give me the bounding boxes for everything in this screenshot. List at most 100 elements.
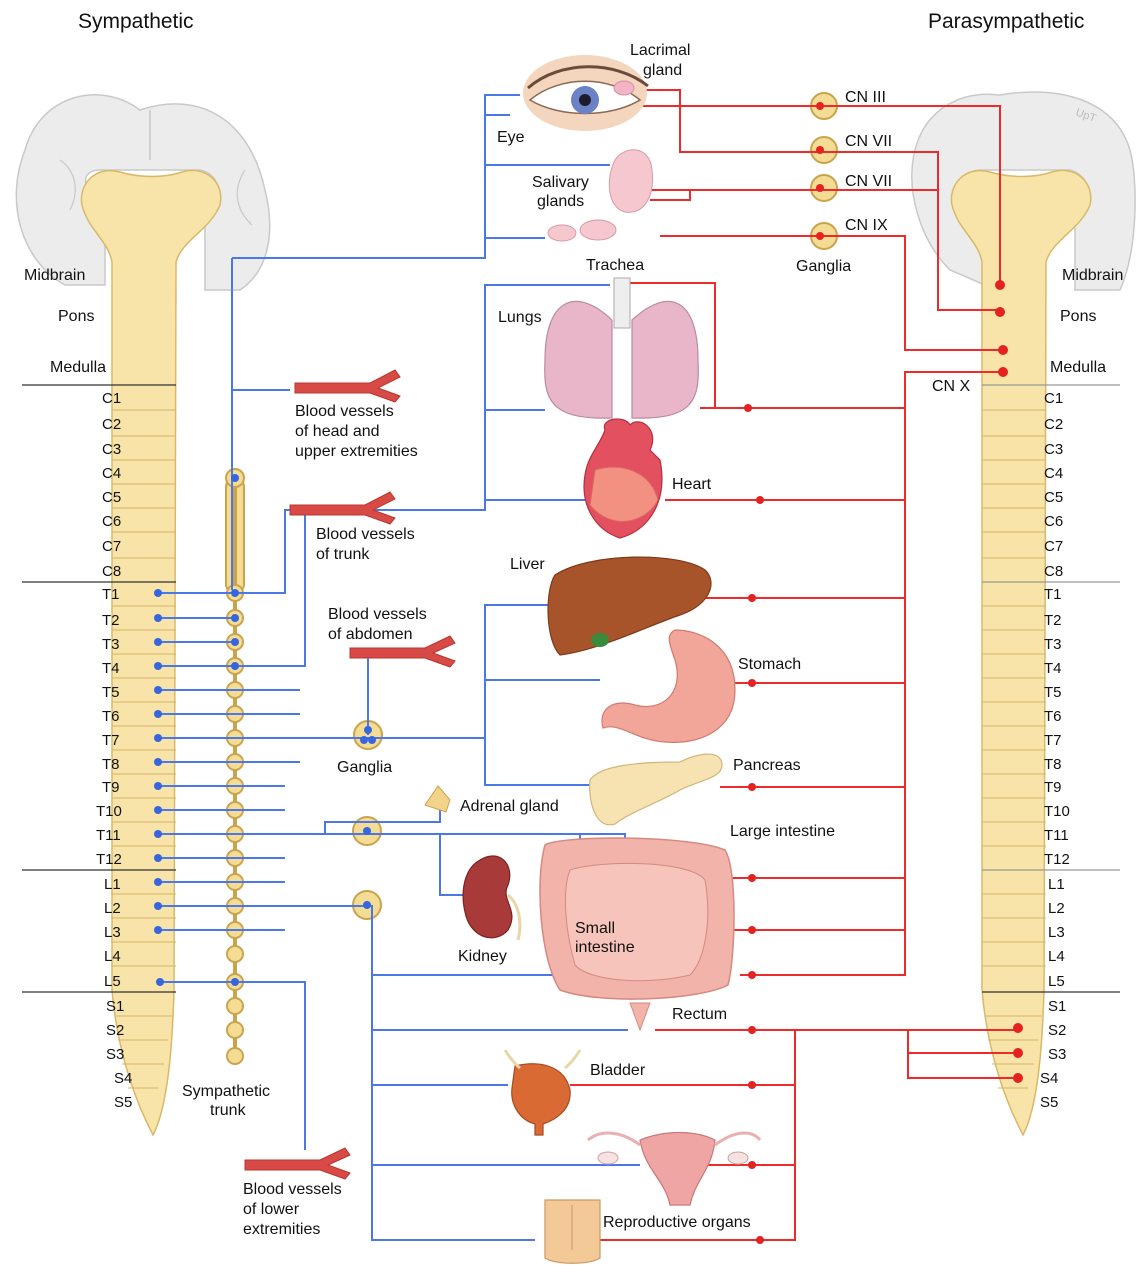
eye-label: Eye (497, 129, 525, 146)
seg-label: S5 (1040, 1094, 1058, 1111)
seg-label: T1 (1044, 586, 1062, 603)
seg-label: T5 (102, 684, 120, 701)
seg-label: S2 (1048, 1022, 1066, 1039)
seg-label: L4 (104, 948, 121, 965)
sympathetic-ganglia-label: Ganglia (337, 759, 392, 776)
seg-label: C4 (102, 465, 121, 482)
vessel-head-label-3: upper extremities (295, 443, 418, 460)
seg-label: L1 (104, 876, 121, 893)
left-pons-label: Pons (58, 308, 94, 325)
lacrimal-gland-icon (614, 81, 634, 95)
vessel-lower-label-3: extremities (243, 1221, 320, 1238)
seg-label: T12 (1044, 851, 1070, 868)
cn-iii-label: CN III (845, 89, 886, 106)
seg-label: L2 (104, 900, 121, 917)
seg-label: T3 (102, 636, 120, 653)
heart-label: Heart (672, 476, 712, 493)
seg-label: C3 (102, 441, 121, 458)
seg-label: S4 (1040, 1070, 1058, 1087)
adrenal-gland-icon (425, 786, 450, 812)
salivary-glands-label-2: glands (537, 193, 584, 210)
parasympathetic-ganglia-label: Ganglia (796, 258, 851, 275)
title-sympathetic: Sympathetic (78, 10, 194, 33)
seg-label: T8 (102, 756, 120, 773)
liver-label: Liver (510, 556, 545, 573)
seg-label: T11 (1044, 827, 1069, 844)
cn-vii-label-1: CN VII (845, 133, 892, 150)
bladder-label: Bladder (590, 1062, 646, 1079)
right-midbrain-label: Midbrain (1062, 267, 1123, 284)
sympathetic-trunk (226, 469, 244, 1064)
seg-label: L3 (104, 924, 121, 941)
seg-label: C5 (1044, 489, 1063, 506)
left-midbrain-label: Midbrain (24, 267, 85, 284)
stomach-icon (602, 630, 735, 742)
adrenal-gland-label: Adrenal gland (460, 798, 559, 815)
seg-label: C8 (1044, 563, 1063, 580)
seg-label: C2 (102, 416, 121, 433)
uterus-icon (588, 1133, 760, 1206)
seg-label: T10 (96, 803, 122, 820)
seg-label: C1 (102, 390, 121, 407)
reproductive-organs-label: Reproductive organs (603, 1214, 751, 1231)
rectum-label: Rectum (672, 1006, 727, 1023)
seg-label: C6 (102, 513, 121, 530)
small-intestine-label-2: intestine (575, 939, 635, 956)
left-medulla-label: Medulla (50, 359, 106, 376)
seg-label: S5 (114, 1094, 132, 1111)
vessel-lower-label-1: Blood vessels (243, 1181, 342, 1198)
seg-label: S3 (106, 1046, 124, 1063)
seg-label: L3 (1048, 924, 1065, 941)
seg-label: T6 (1044, 708, 1062, 725)
cn-ix-label: CN IX (845, 217, 888, 234)
right-pons-label: Pons (1060, 308, 1096, 325)
seg-label: L5 (1048, 973, 1065, 990)
vessel-trunk-label-1: Blood vessels (316, 526, 415, 543)
seg-label: T7 (1044, 732, 1062, 749)
right-medulla-label: Medulla (1050, 359, 1106, 376)
seg-label: C2 (1044, 416, 1063, 433)
vessel-trunk-label-2: of trunk (316, 546, 370, 563)
seg-label: C7 (102, 538, 121, 555)
vessel-head-label-2: of head and (295, 423, 380, 440)
lungs-label: Lungs (498, 309, 542, 326)
seg-label: C3 (1044, 441, 1063, 458)
seg-label: T2 (1044, 612, 1062, 629)
large-intestine-label: Large intestine (730, 823, 835, 840)
blood-vessel-lower-icon (245, 1148, 350, 1179)
seg-label: T5 (1044, 684, 1062, 701)
sympathetic-trunk-label-line2: trunk (210, 1102, 247, 1119)
seg-label: C1 (1044, 390, 1063, 407)
seg-label: T2 (102, 612, 120, 629)
heart-icon (584, 419, 662, 538)
pancreas-icon (590, 754, 722, 825)
kidney-icon (463, 856, 520, 940)
seg-label: C6 (1044, 513, 1063, 530)
seg-label: T11 (96, 827, 121, 844)
seg-label: T8 (1044, 756, 1062, 773)
seg-label: L1 (1048, 876, 1065, 893)
seg-label: S4 (114, 1070, 132, 1087)
title-parasympathetic: Parasympathetic (928, 10, 1084, 33)
seg-label: T9 (1044, 779, 1062, 796)
seg-label: L2 (1048, 900, 1065, 917)
trachea-label: Trachea (586, 257, 644, 274)
vessel-lower-label-2: of lower (243, 1201, 300, 1218)
cn-vii-label-2: CN VII (845, 173, 892, 190)
blood-vessel-head-icon (295, 370, 400, 402)
seg-label: S3 (1048, 1046, 1066, 1063)
seg-label: L5 (104, 973, 121, 990)
seg-label: C4 (1044, 465, 1063, 482)
salivary-glands-label-1: Salivary (532, 174, 589, 191)
seg-label: S1 (1048, 998, 1066, 1015)
sympathetic-trunk-label-line1: Sympathetic (182, 1083, 270, 1100)
seg-label: T4 (1044, 660, 1062, 677)
seg-label: C7 (1044, 538, 1063, 555)
pancreas-label: Pancreas (733, 757, 801, 774)
seg-label: S2 (106, 1022, 124, 1039)
seg-label: C8 (102, 563, 121, 580)
small-intestine-label-1: Small (575, 920, 615, 937)
cn-x-label: CN X (932, 378, 971, 395)
seg-label: T9 (102, 779, 120, 796)
